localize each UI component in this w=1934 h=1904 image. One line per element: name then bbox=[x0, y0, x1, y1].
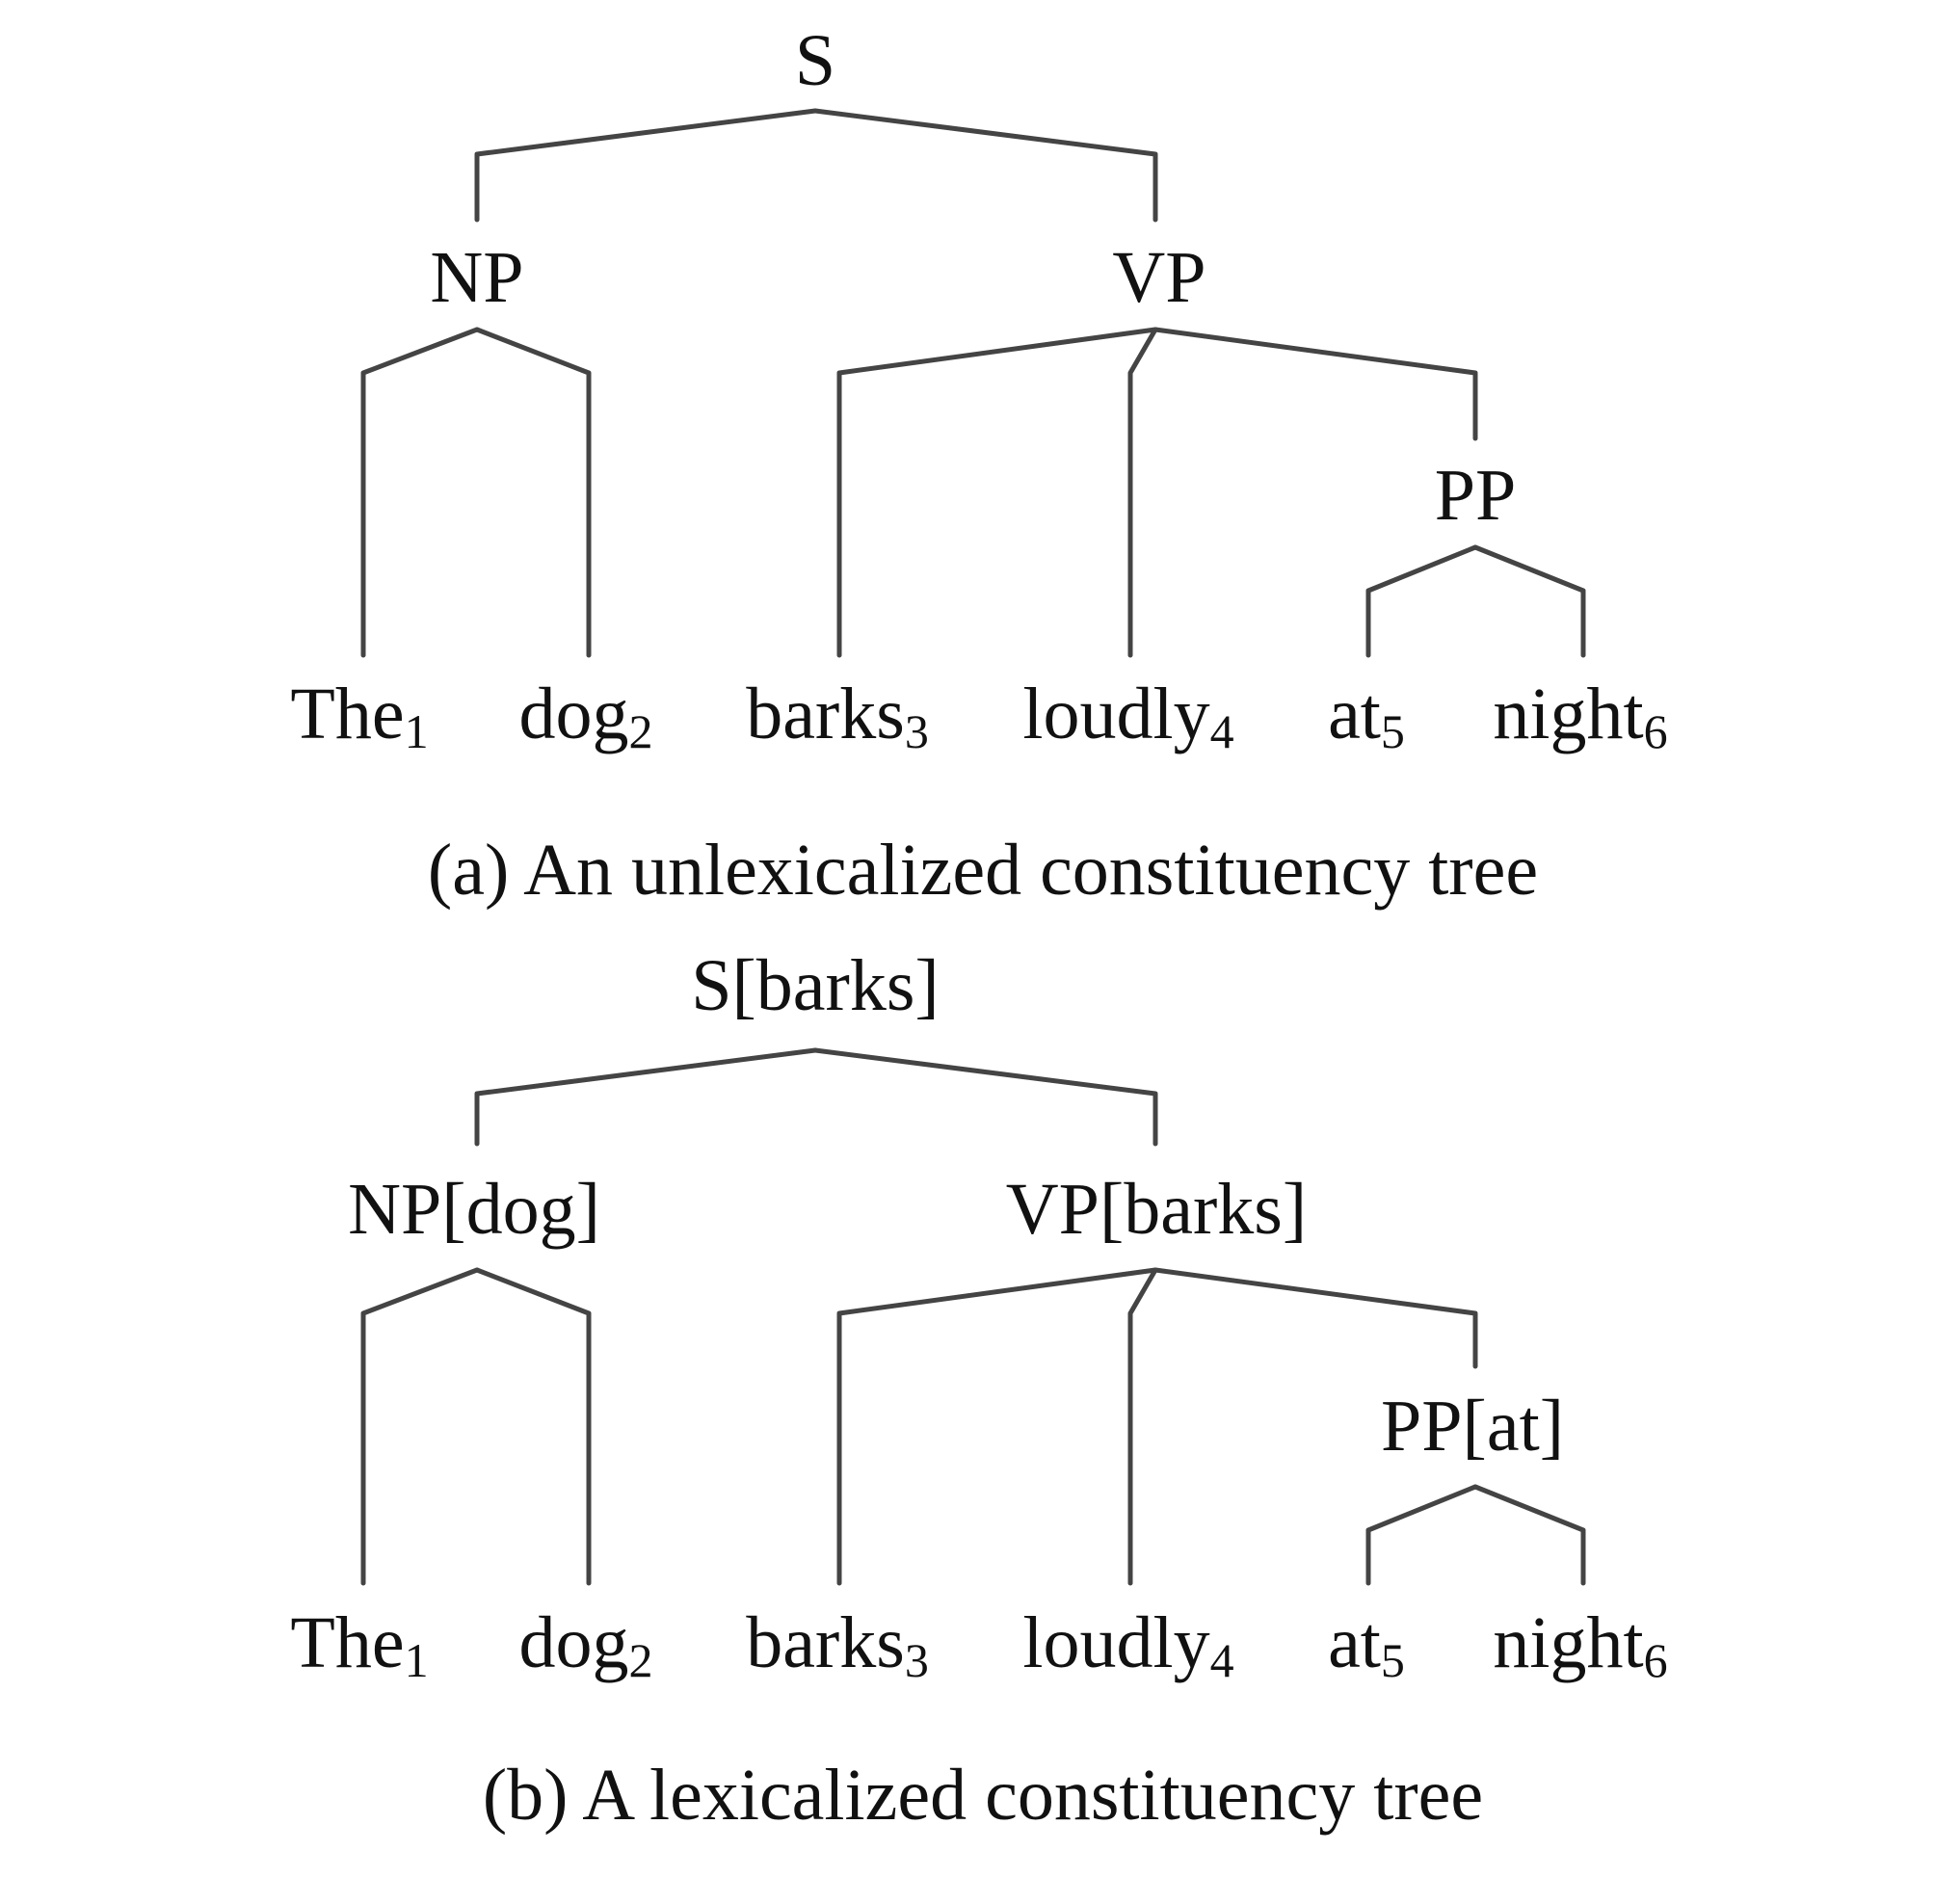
edge-vp-pp bbox=[1152, 327, 1478, 441]
leaf-word: night bbox=[1493, 674, 1643, 754]
edge-vp-loudly bbox=[1127, 327, 1158, 658]
caption-b: (b) A lexicalized constituency tree bbox=[483, 1755, 1483, 1836]
node-vp: VP[barks] bbox=[1006, 1169, 1307, 1250]
node-s: S[barks] bbox=[691, 945, 940, 1026]
leaf-index: 6 bbox=[1644, 704, 1668, 758]
leaf-word: The bbox=[290, 1602, 404, 1683]
leaf-loudly: loudly4 bbox=[1022, 1602, 1233, 1687]
leaf-index: 4 bbox=[1210, 1633, 1234, 1687]
leaf-loudly: loudly4 bbox=[1022, 674, 1233, 758]
tree-a: S NP VP PP The1 dog2 barks3 loudly4 at5 … bbox=[290, 20, 1667, 911]
leaf-word: loudly bbox=[1022, 1602, 1209, 1683]
edge-s-vp bbox=[812, 108, 1158, 223]
edge-s-vp bbox=[812, 1047, 1158, 1147]
edge-s-np bbox=[474, 108, 818, 223]
leaf-word: The bbox=[290, 674, 404, 754]
edge-pp-at bbox=[1365, 1484, 1478, 1586]
leaf-word: dog bbox=[519, 1602, 629, 1683]
leaf-index: 2 bbox=[629, 704, 653, 758]
edge-vp-barks bbox=[836, 1267, 1158, 1586]
edge-vp-loudly bbox=[1127, 1267, 1158, 1586]
leaf-word: barks bbox=[746, 1602, 905, 1683]
edge-pp-night bbox=[1472, 1484, 1586, 1586]
edge-vp-pp bbox=[1152, 1267, 1478, 1369]
edge-vp-barks bbox=[836, 327, 1158, 658]
leaf-word: at bbox=[1328, 1602, 1381, 1683]
leaf-barks: barks3 bbox=[746, 1602, 929, 1687]
node-vp: VP bbox=[1112, 237, 1205, 318]
leaf-word: loudly bbox=[1022, 674, 1209, 754]
leaf-the: The1 bbox=[290, 674, 428, 758]
edge-np-the bbox=[360, 327, 480, 658]
leaf-index: 1 bbox=[405, 704, 429, 758]
leaf-the: The1 bbox=[290, 1602, 428, 1687]
leaf-word: dog bbox=[519, 674, 629, 754]
leaf-index: 2 bbox=[629, 1633, 653, 1687]
caption-a: (a) An unlexicalized constituency tree bbox=[428, 830, 1538, 911]
leaf-at: at5 bbox=[1328, 1602, 1405, 1687]
edge-np-dog bbox=[474, 1267, 592, 1586]
leaf-word: barks bbox=[746, 674, 905, 754]
leaf-index: 6 bbox=[1644, 1633, 1668, 1687]
leaf-night: night6 bbox=[1493, 1602, 1667, 1687]
leaf-index: 5 bbox=[1381, 1633, 1405, 1687]
edge-s-np bbox=[474, 1047, 818, 1147]
leaf-index: 1 bbox=[405, 1633, 429, 1687]
leaf-dog: dog2 bbox=[519, 674, 653, 758]
node-pp: PP[at] bbox=[1381, 1386, 1564, 1467]
leaf-index: 3 bbox=[905, 1633, 929, 1687]
leaf-barks: barks3 bbox=[746, 674, 929, 758]
leaf-index: 3 bbox=[905, 704, 929, 758]
leaf-index: 5 bbox=[1381, 704, 1405, 758]
node-s: S bbox=[795, 20, 835, 101]
leaf-word: at bbox=[1328, 674, 1381, 754]
edge-pp-at bbox=[1365, 544, 1478, 658]
edge-np-dog bbox=[474, 327, 592, 658]
node-pp: PP bbox=[1435, 455, 1517, 536]
leaf-at: at5 bbox=[1328, 674, 1405, 758]
leaf-dog: dog2 bbox=[519, 1602, 653, 1687]
leaf-index: 4 bbox=[1210, 704, 1234, 758]
leaf-word: night bbox=[1493, 1602, 1643, 1683]
node-np: NP bbox=[430, 237, 523, 318]
tree-b: S[barks] NP[dog] VP[barks] PP[at] The1 d… bbox=[290, 945, 1667, 1836]
edge-np-the bbox=[360, 1267, 480, 1586]
node-np: NP[dog] bbox=[348, 1169, 600, 1250]
leaf-night: night6 bbox=[1493, 674, 1667, 758]
edge-pp-night bbox=[1472, 544, 1586, 658]
